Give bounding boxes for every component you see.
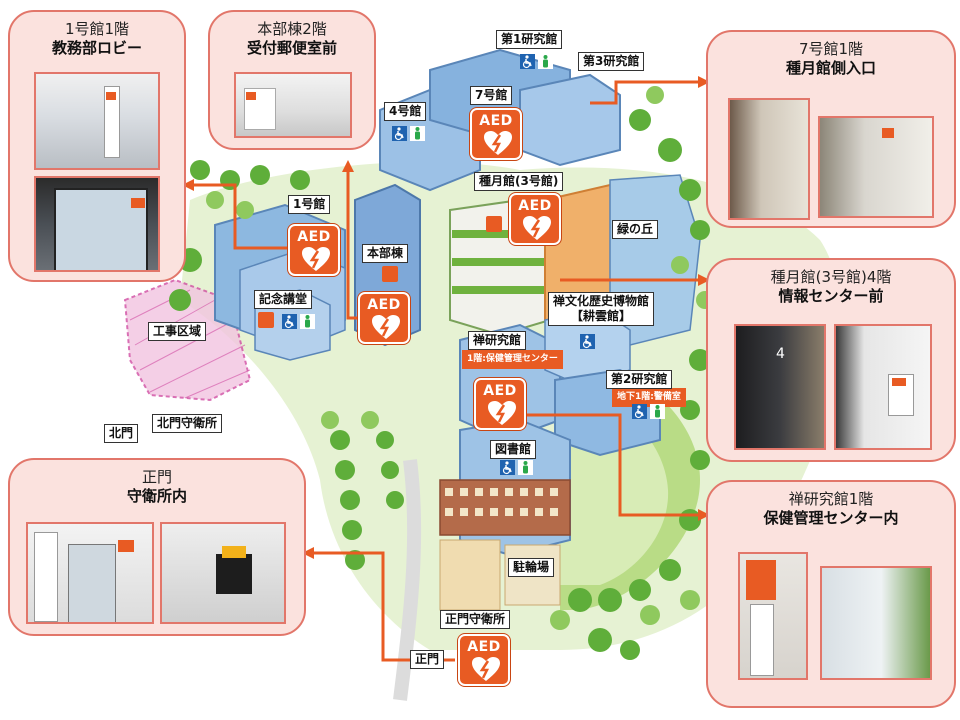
label-museum-line1: 禅文化歴史博物館 [553, 294, 650, 308]
callout-location: 種月館(3号館)4階 [770, 268, 892, 286]
callout-place: 種月館側入口 [785, 59, 876, 77]
aed-marker-zen-lab[interactable]: AED [474, 378, 526, 430]
label-lab3: 第3研究館 [578, 52, 645, 71]
aed-heart-icon [472, 657, 500, 681]
label-kinen: 記念講堂 [254, 290, 313, 309]
label-museum: 禅文化歴史博物館 【耕雲館】 [548, 292, 655, 326]
label-main-gate: 正門 [410, 650, 445, 669]
label-north-gate: 北門 [104, 424, 139, 443]
aed-heart-icon [484, 131, 512, 155]
aed-sign-small [258, 312, 274, 328]
callout-location: 本部棟2階 [257, 20, 327, 38]
label-north-guard: 北門守衛所 [152, 414, 223, 433]
callout-place: 受付郵便室前 [246, 39, 337, 57]
aed-label: AED [479, 113, 513, 129]
callout-place: 教務部ロビー [51, 39, 142, 57]
restroom-icon [538, 54, 553, 69]
aed-heart-icon [372, 315, 400, 339]
label-b1: 1号館 [288, 195, 331, 214]
photo-main-2f [234, 72, 352, 138]
label-lab1: 第1研究館 [496, 30, 563, 49]
wheelchair-icon [392, 126, 407, 141]
aed-sign-small [382, 266, 398, 282]
label-honbu: 本部棟 [362, 244, 409, 263]
zen-sign: 1階:保健管理センター [462, 350, 563, 369]
wheelchair-icon [500, 460, 515, 475]
aed-label: AED [297, 229, 331, 245]
callout-location: 禅研究館1階 [788, 490, 874, 508]
aed-sign-small [486, 216, 502, 232]
restroom-icon [518, 460, 533, 475]
photo-shugetsu-2 [834, 324, 932, 450]
aed-label: AED [518, 198, 552, 214]
photo-zen-1 [738, 552, 808, 680]
callout-place: 守衛所内 [126, 487, 187, 505]
label-lab2: 第2研究館 [606, 370, 673, 389]
aed-marker-shugetsu[interactable]: AED [509, 193, 561, 245]
aed-marker-main-gate[interactable]: AED [458, 634, 510, 686]
callout-location: 正門 [141, 468, 172, 486]
photo-zen-2 [820, 566, 932, 680]
restroom-icon [410, 126, 425, 141]
label-museum-line2: 【耕雲館】 [571, 309, 632, 323]
aed-marker-b1[interactable]: AED [288, 224, 340, 276]
callout-location: 7号館1階 [798, 40, 864, 58]
callout-place: 情報センター前 [778, 287, 884, 305]
lab2-sign: 地下1階:警備室 [612, 388, 686, 407]
photo-seimon-2 [160, 522, 286, 624]
label-b4: 4号館 [384, 102, 427, 121]
aed-label: AED [467, 639, 501, 655]
restroom-icon [300, 314, 315, 329]
photo-b7-1 [728, 98, 810, 220]
aed-marker-honbu[interactable]: AED [358, 292, 410, 344]
aed-label: AED [367, 297, 401, 313]
photo-b7-2 [818, 116, 934, 218]
aed-heart-icon [488, 401, 516, 425]
wheelchair-icon [520, 54, 535, 69]
callout-location: 1号館1階 [64, 20, 130, 38]
label-bike: 駐輪場 [508, 558, 555, 577]
wheelchair-icon [282, 314, 297, 329]
label-construction: 工事区域 [148, 322, 207, 341]
wheelchair-icon [632, 404, 647, 419]
label-b7: 7号館 [470, 86, 513, 105]
aed-marker-b7[interactable]: AED [470, 108, 522, 160]
photo-shugetsu-1: 4 [734, 324, 826, 450]
aed-heart-icon [523, 216, 551, 240]
photo-number: 4 [776, 346, 785, 362]
restroom-icon [650, 404, 665, 419]
callout-place: 保健管理センター内 [763, 509, 899, 527]
aed-label: AED [483, 383, 517, 399]
label-library: 図書館 [490, 440, 537, 459]
photo-seimon-1 [26, 522, 154, 624]
photo-b1-lobby-1 [34, 72, 160, 170]
aed-heart-icon [302, 247, 330, 271]
wheelchair-icon [580, 334, 595, 349]
label-main-guard: 正門守衛所 [440, 610, 511, 629]
label-midori: 緑の丘 [612, 220, 659, 239]
label-shugetsu: 種月館(3号館) [474, 172, 564, 191]
label-zen-lab: 禅研究館 [468, 331, 527, 350]
photo-b1-lobby-2 [34, 176, 160, 272]
